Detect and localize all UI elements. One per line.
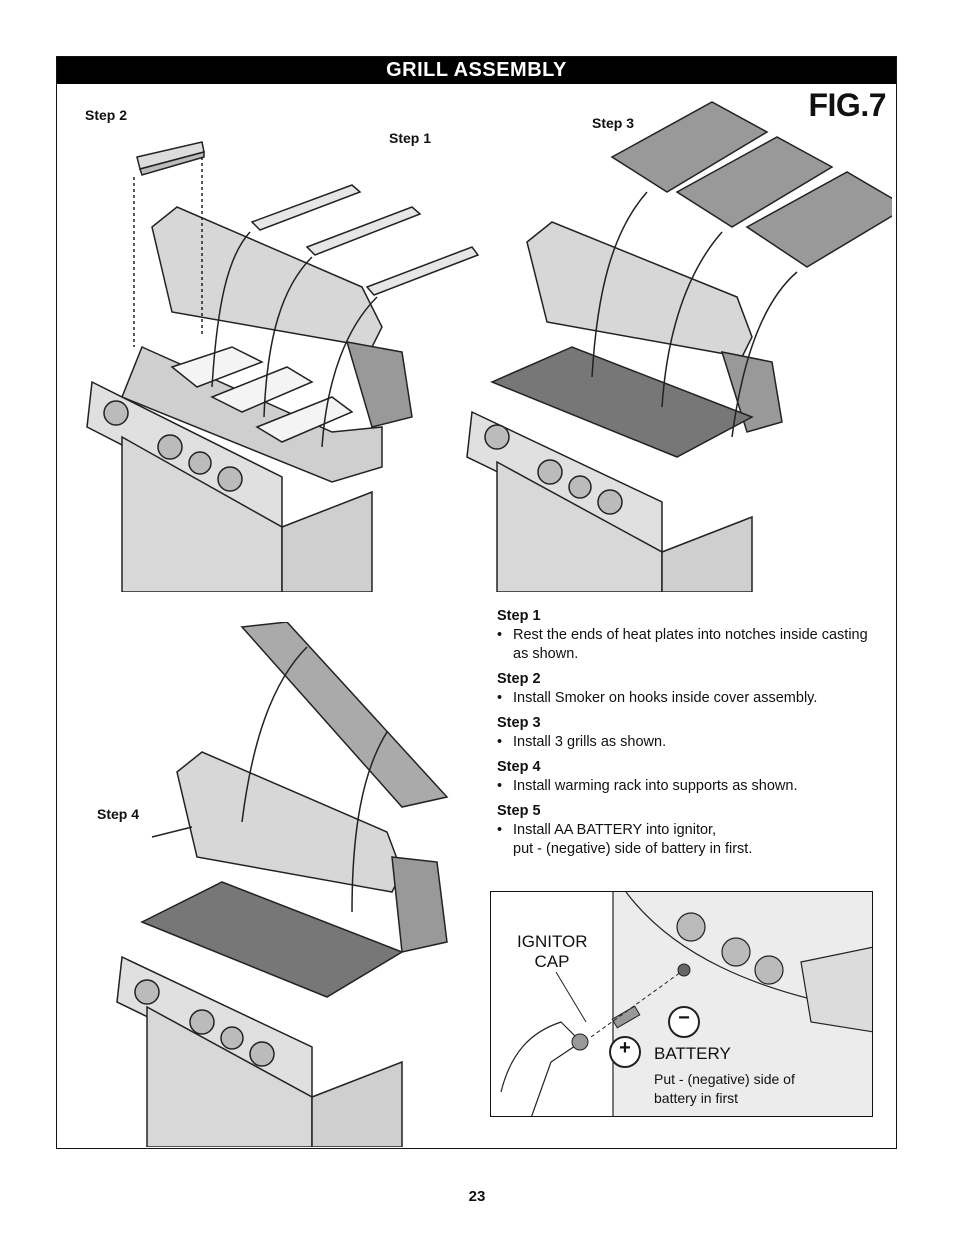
figure-label: FIG.7 (808, 87, 886, 123)
step3-callout: Step 3 (592, 115, 635, 131)
step4-callout: Step 4 (97, 806, 140, 822)
minus-symbol: − (678, 1007, 690, 1029)
battery-note: Put - (negative) side of battery in firs… (654, 1071, 795, 1106)
instruction-step-3: Step 3 Install 3 grills as shown. (497, 714, 877, 752)
plus-symbol: + (619, 1037, 631, 1059)
grill-grates-illustration (466, 101, 892, 592)
instruction-step-4: Step 4 Install warming rack into support… (497, 758, 877, 796)
step2-callout: Step 2 (85, 107, 128, 123)
battery-inset: IGNITOR CAP − + BATTERY Put - (negative)… (490, 891, 873, 1117)
page-frame: GRILL ASSEMBLY FIG.7 Step 2 Step 1 Step … (56, 56, 897, 1149)
battery-inset-illustration (500, 892, 872, 1116)
instructions: Step 1 Rest the ends of heat plates into… (497, 607, 877, 865)
battery-label: BATTERY (654, 1044, 731, 1063)
instruction-step-5: Step 5 Install AA BATTERY into ignitor, … (497, 802, 877, 859)
grill-heat-plates-illustration (86, 141, 480, 592)
ignitor-cap-label: IGNITOR CAP (517, 932, 588, 971)
section-title: GRILL ASSEMBLY (57, 57, 896, 84)
instruction-step-1: Step 1 Rest the ends of heat plates into… (497, 607, 877, 664)
page-number: 23 (468, 1188, 486, 1205)
instruction-step-2: Step 2 Install Smoker on hooks inside co… (497, 670, 877, 708)
grill-warming-rack-illustration (116, 622, 449, 1147)
step1-callout: Step 1 (389, 130, 432, 146)
